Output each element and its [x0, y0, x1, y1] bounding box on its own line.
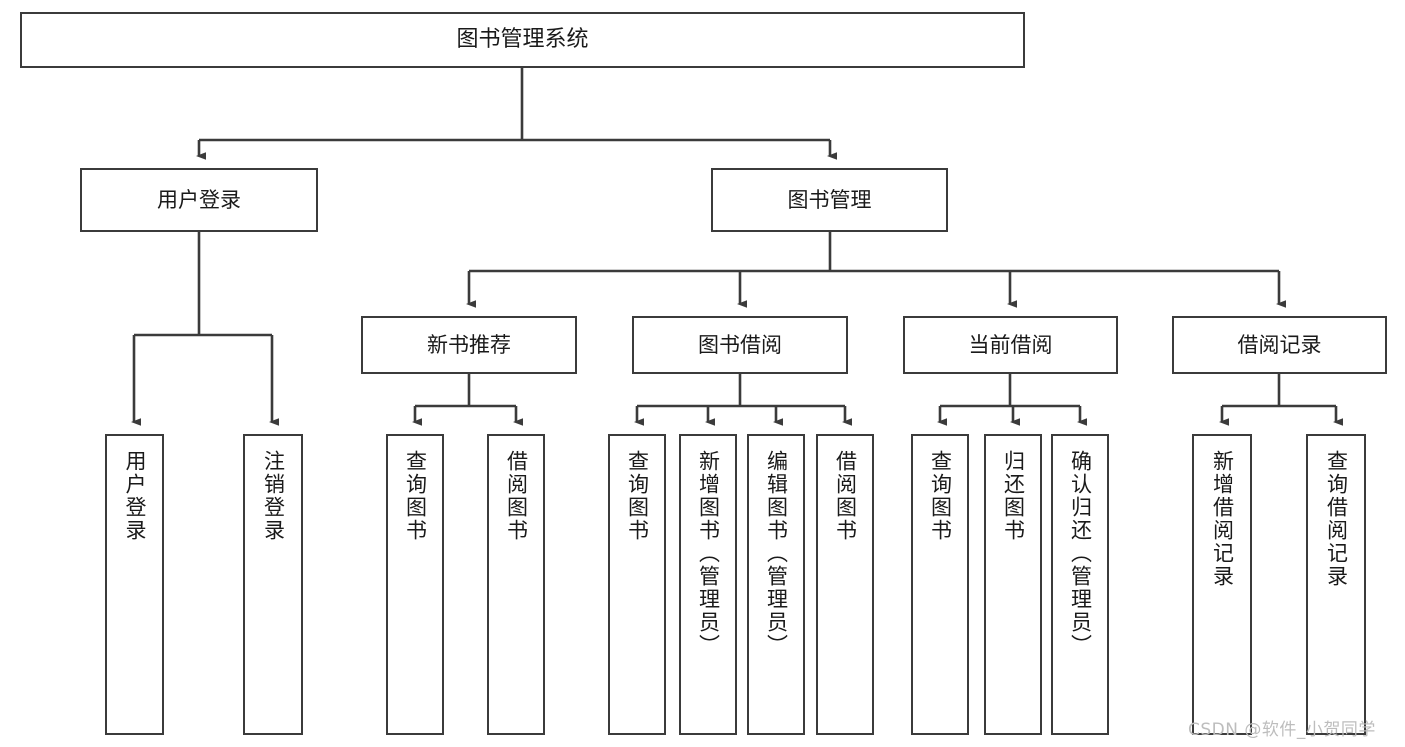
node-leaf-user-logout[interactable]: 注销登录 — [243, 434, 303, 735]
node-leaf-query-book-3-label: 查询图书 — [928, 450, 953, 542]
node-leaf-borrow-book-2-label: 借阅图书 — [833, 450, 858, 542]
node-borrow-record-label: 借阅记录 — [1237, 332, 1322, 357]
node-leaf-add-record[interactable]: 新增借阅记录 — [1192, 434, 1252, 735]
node-book-borrow[interactable]: 图书借阅 — [632, 316, 848, 374]
node-leaf-query-record-label: 查询借阅记录 — [1324, 450, 1349, 588]
node-leaf-user-login[interactable]: 用户登录 — [105, 434, 164, 735]
node-book-borrow-label: 图书借阅 — [698, 332, 782, 357]
node-leaf-confirm-return-label: 确认归还（管理员） — [1068, 450, 1093, 657]
node-root-label: 图书管理系统 — [456, 27, 589, 53]
node-leaf-add-record-label: 新增借阅记录 — [1210, 450, 1235, 588]
csdn-watermark: CSDN @软件_小贺同学 — [1188, 720, 1376, 740]
node-leaf-edit-book-admin-label: 编辑图书（管理员） — [764, 450, 789, 657]
node-leaf-query-book-2-label: 查询图书 — [625, 450, 650, 542]
node-leaf-user-logout-label: 注销登录 — [261, 450, 286, 542]
node-root[interactable]: 图书管理系统 — [20, 12, 1025, 68]
node-leaf-query-record[interactable]: 查询借阅记录 — [1306, 434, 1366, 735]
node-leaf-edit-book-admin[interactable]: 编辑图书（管理员） — [747, 434, 805, 735]
node-current-borrow-label: 当前借阅 — [968, 332, 1053, 357]
node-current-borrow[interactable]: 当前借阅 — [903, 316, 1118, 374]
node-leaf-borrow-book-1-label: 借阅图书 — [504, 450, 529, 542]
node-leaf-add-book-admin-label: 新增图书（管理员） — [696, 450, 721, 657]
node-new-book-recommend[interactable]: 新书推荐 — [361, 316, 577, 374]
node-new-book-recommend-label: 新书推荐 — [427, 332, 511, 357]
node-leaf-borrow-book-1[interactable]: 借阅图书 — [487, 434, 545, 735]
node-leaf-add-book-admin[interactable]: 新增图书（管理员） — [679, 434, 737, 735]
node-leaf-borrow-book-2[interactable]: 借阅图书 — [816, 434, 874, 735]
node-leaf-query-book-1-label: 查询图书 — [403, 450, 428, 542]
node-leaf-return-book[interactable]: 归还图书 — [984, 434, 1042, 735]
node-user-login[interactable]: 用户登录 — [80, 168, 318, 232]
node-leaf-return-book-label: 归还图书 — [1001, 450, 1026, 542]
node-leaf-confirm-return[interactable]: 确认归还（管理员） — [1051, 434, 1109, 735]
node-book-manage-label: 图书管理 — [787, 187, 872, 212]
node-user-login-label: 用户登录 — [157, 187, 241, 212]
node-borrow-record[interactable]: 借阅记录 — [1172, 316, 1387, 374]
node-leaf-user-login-label: 用户登录 — [123, 450, 147, 542]
node-leaf-query-book-1[interactable]: 查询图书 — [386, 434, 444, 735]
node-book-manage[interactable]: 图书管理 — [711, 168, 948, 232]
node-leaf-query-book-2[interactable]: 查询图书 — [608, 434, 666, 735]
node-leaf-query-book-3[interactable]: 查询图书 — [911, 434, 969, 735]
